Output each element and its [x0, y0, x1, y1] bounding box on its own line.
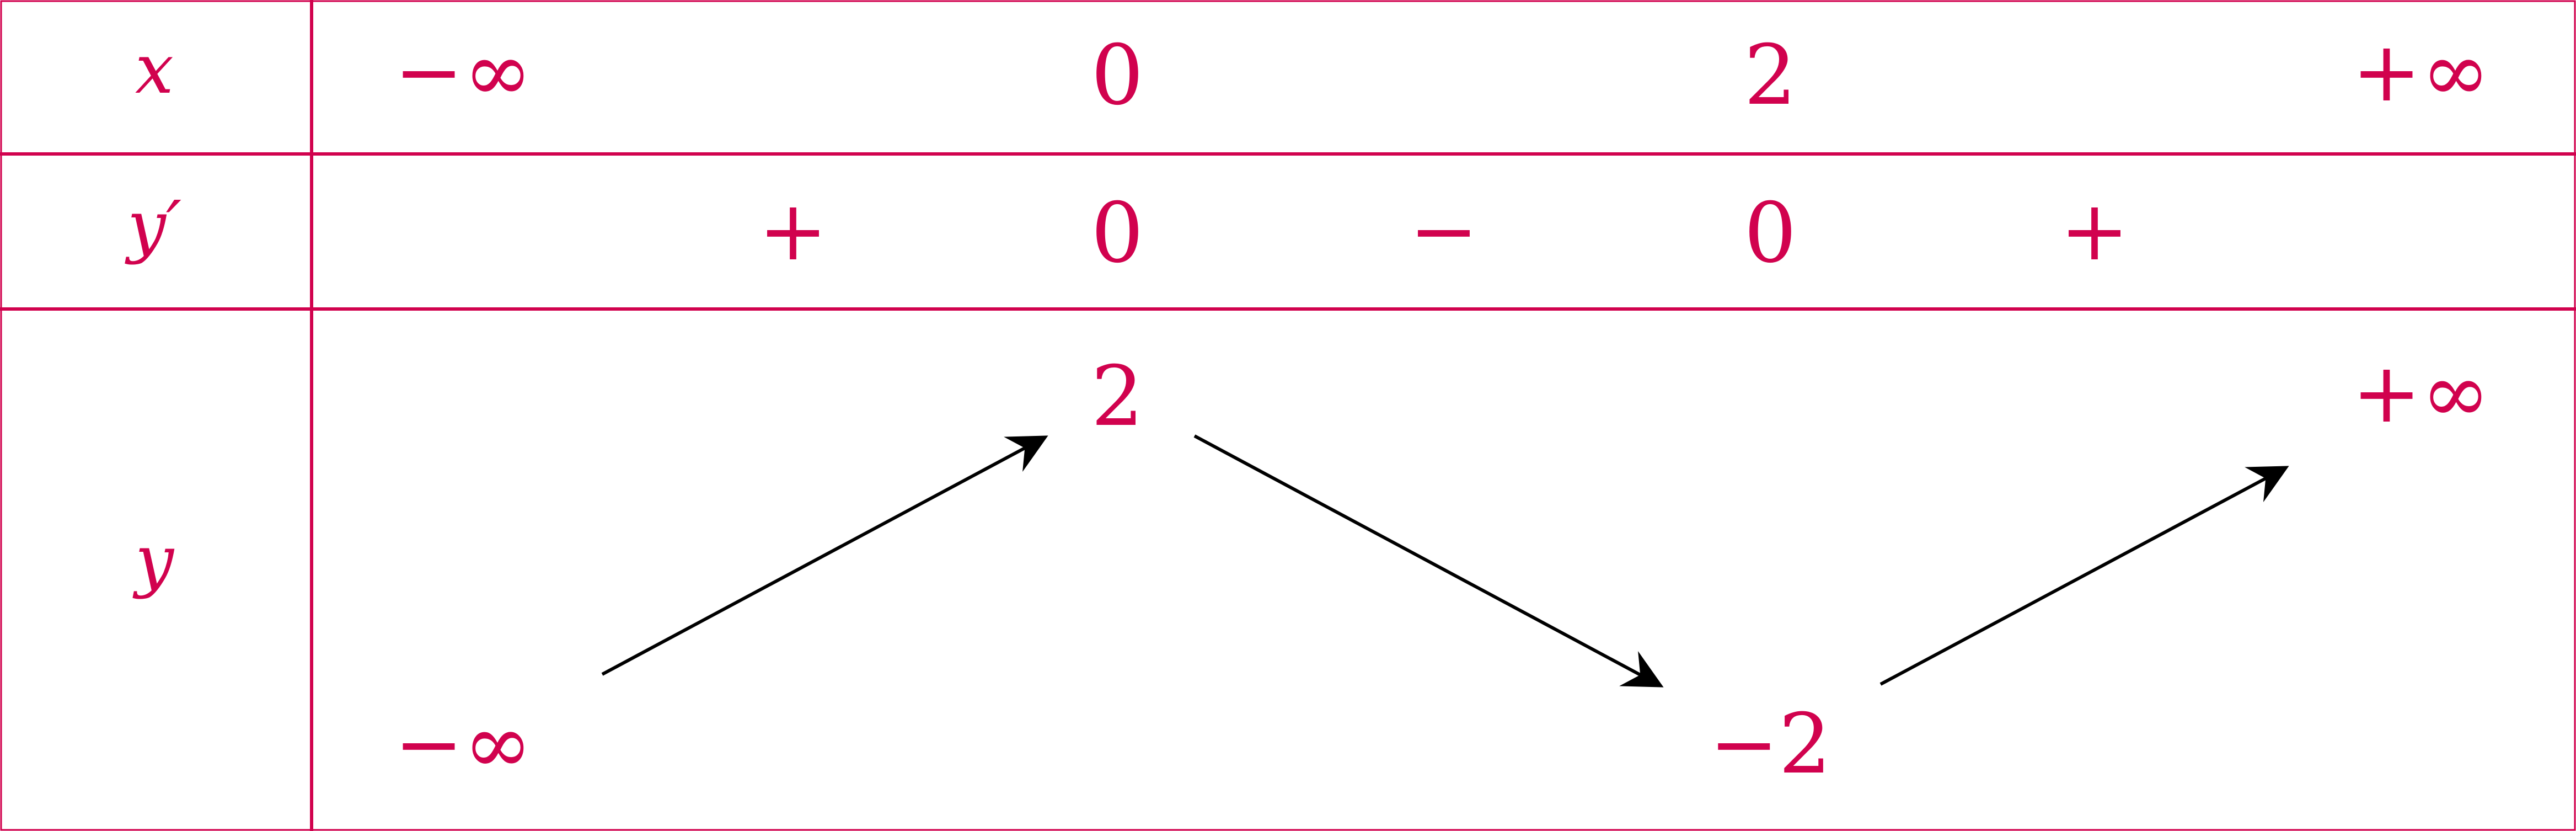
x-value-neg-infinity: −∞ [394, 24, 533, 120]
x-value-pos-infinity: +∞ [2352, 24, 2491, 120]
x-value-zero: 0 [1091, 28, 1143, 124]
increasing-arrow-2 [1879, 466, 2289, 686]
decreasing-arrow [1193, 434, 1664, 688]
increasing-arrow-1 [601, 435, 1048, 676]
row-label-yprime: y′ [125, 187, 181, 266]
yprime-sign-1: + [758, 183, 828, 279]
y-value-neg-infinity: −∞ [394, 696, 533, 792]
x-value-two: 2 [1744, 28, 1796, 124]
yprime-zero-1: 0 [1091, 185, 1143, 281]
y-value-pos-infinity: +∞ [2352, 345, 2491, 441]
yprime-sign-3: + [2060, 183, 2129, 279]
yprime-zero-2: 0 [1744, 185, 1796, 281]
y-value-local-max: 2 [1091, 349, 1143, 445]
y-value-local-min: −2 [1709, 696, 1831, 792]
row-label-y: y [132, 521, 175, 600]
yprime-sign-2: − [1409, 183, 1479, 279]
row-label-x: x [135, 30, 174, 109]
